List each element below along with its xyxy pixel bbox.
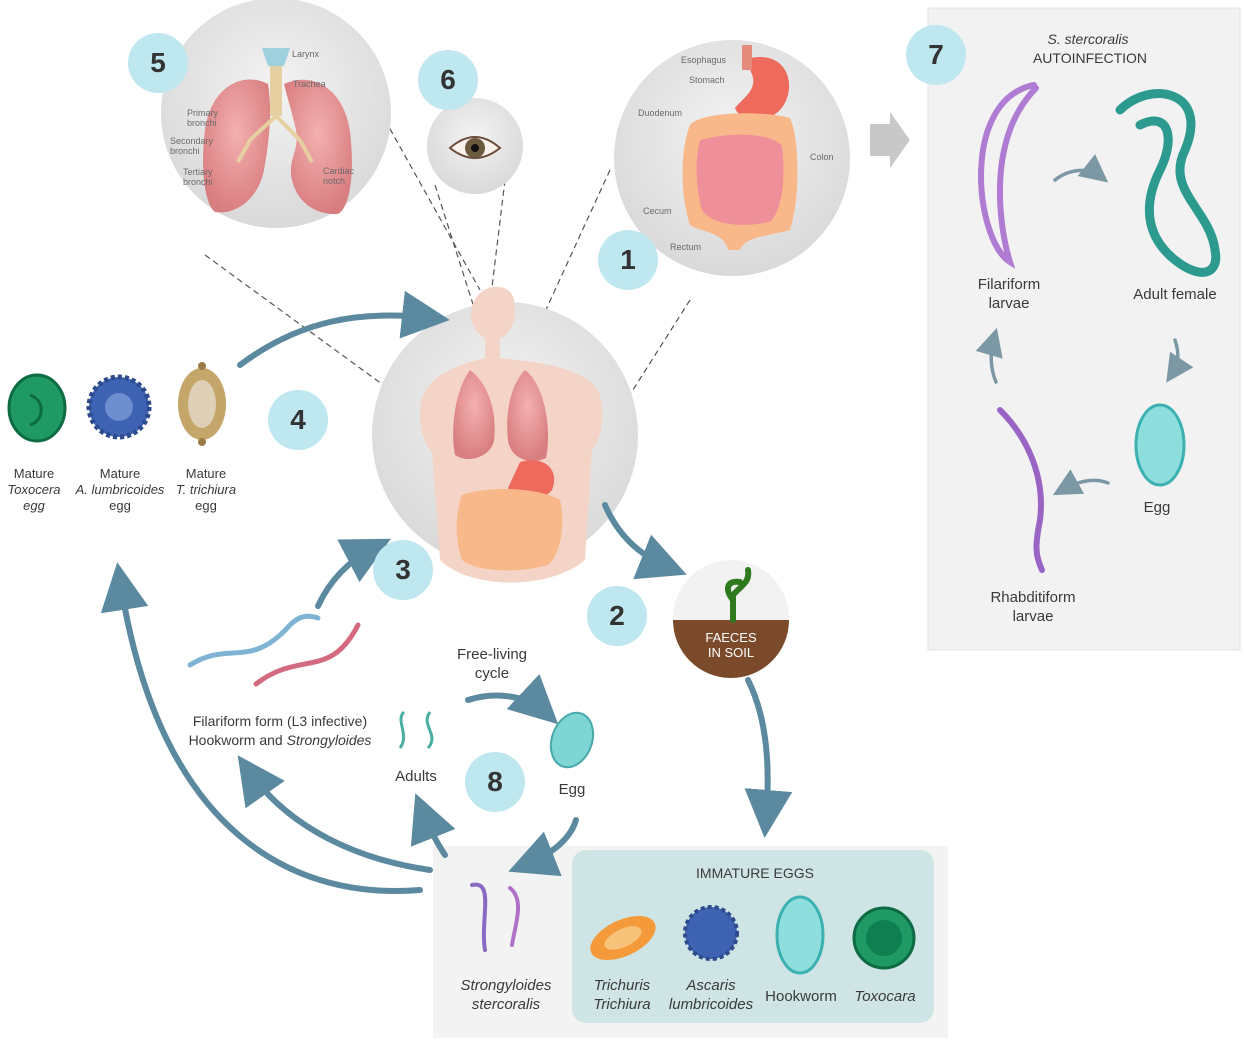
autoinfection-panel bbox=[928, 8, 1240, 650]
label-cecum: Cecum bbox=[643, 206, 672, 216]
free-living-egg-icon bbox=[544, 707, 601, 773]
label-larynx: Larynx bbox=[292, 49, 319, 59]
autoinfection-adult-female-label: Adult female bbox=[1120, 285, 1230, 304]
step-7-badge: 7 bbox=[906, 25, 966, 85]
label-esophagus: Esophagus bbox=[681, 55, 726, 65]
free-living-cycle-label: Free-living cycle bbox=[446, 645, 538, 683]
label-primary-bronchi: Primary bronchi bbox=[187, 108, 218, 128]
immature-toxocara-label: Toxocara bbox=[848, 987, 922, 1006]
filariform-larva-blue-icon bbox=[190, 616, 318, 665]
step-8-badge: 8 bbox=[465, 752, 525, 812]
label-tertiary-bronchi: Tertiary bronchi bbox=[183, 167, 213, 187]
immature-ascaris-label: Ascaris lumbricoides bbox=[664, 976, 758, 1014]
autoinfection-egg-label: Egg bbox=[1130, 498, 1184, 517]
label-stomach: Stomach bbox=[689, 75, 725, 85]
immature-eggs-title: IMMATURE EGGS bbox=[660, 864, 850, 883]
autoinfection-rhabditiform-label: Rhabditiform larvae bbox=[978, 588, 1088, 626]
filariform-form-label: Filariform form (L3 infective) Hookworm … bbox=[150, 712, 410, 750]
step-1-badge: 1 bbox=[598, 230, 658, 290]
step-3-badge: 3 bbox=[373, 540, 433, 600]
autoinfection-species: S. stercoralis bbox=[1038, 30, 1138, 49]
label-secondary-bronchi: Secondary bronchi bbox=[170, 136, 213, 156]
filariform-larva-pink-icon bbox=[256, 625, 358, 684]
immature-trichuris-label: Trichuris Trichiura bbox=[584, 976, 660, 1014]
free-living-egg-label: Egg bbox=[550, 780, 594, 799]
label-cardiac-notch: Cardiac notch bbox=[323, 166, 354, 186]
step-5-badge: 5 bbox=[128, 33, 188, 93]
ascaris-egg-icon bbox=[685, 907, 737, 959]
step-6-badge: 6 bbox=[418, 50, 478, 110]
label-rectum: Rectum bbox=[670, 242, 701, 252]
label-duodenum: Duodenum bbox=[638, 108, 682, 118]
free-living-adults-label: Adults bbox=[386, 767, 446, 786]
immature-hookworm-label: Hookworm bbox=[760, 987, 842, 1006]
step-2-badge: 2 bbox=[587, 586, 647, 646]
grey-arrow-icon bbox=[870, 112, 910, 168]
hookworm-egg-icon bbox=[777, 897, 823, 973]
autoinfection-title: AUTOINFECTION bbox=[1020, 49, 1160, 68]
label-colon: Colon bbox=[810, 152, 834, 162]
label-trachea: Trachea bbox=[293, 79, 326, 89]
autoinfection-filariform-label: Filariform larvae bbox=[964, 275, 1054, 313]
autoinfection-egg-icon bbox=[1136, 405, 1184, 485]
step-4-badge: 4 bbox=[268, 390, 328, 450]
mature-toxocara-egg-icon bbox=[9, 375, 65, 441]
